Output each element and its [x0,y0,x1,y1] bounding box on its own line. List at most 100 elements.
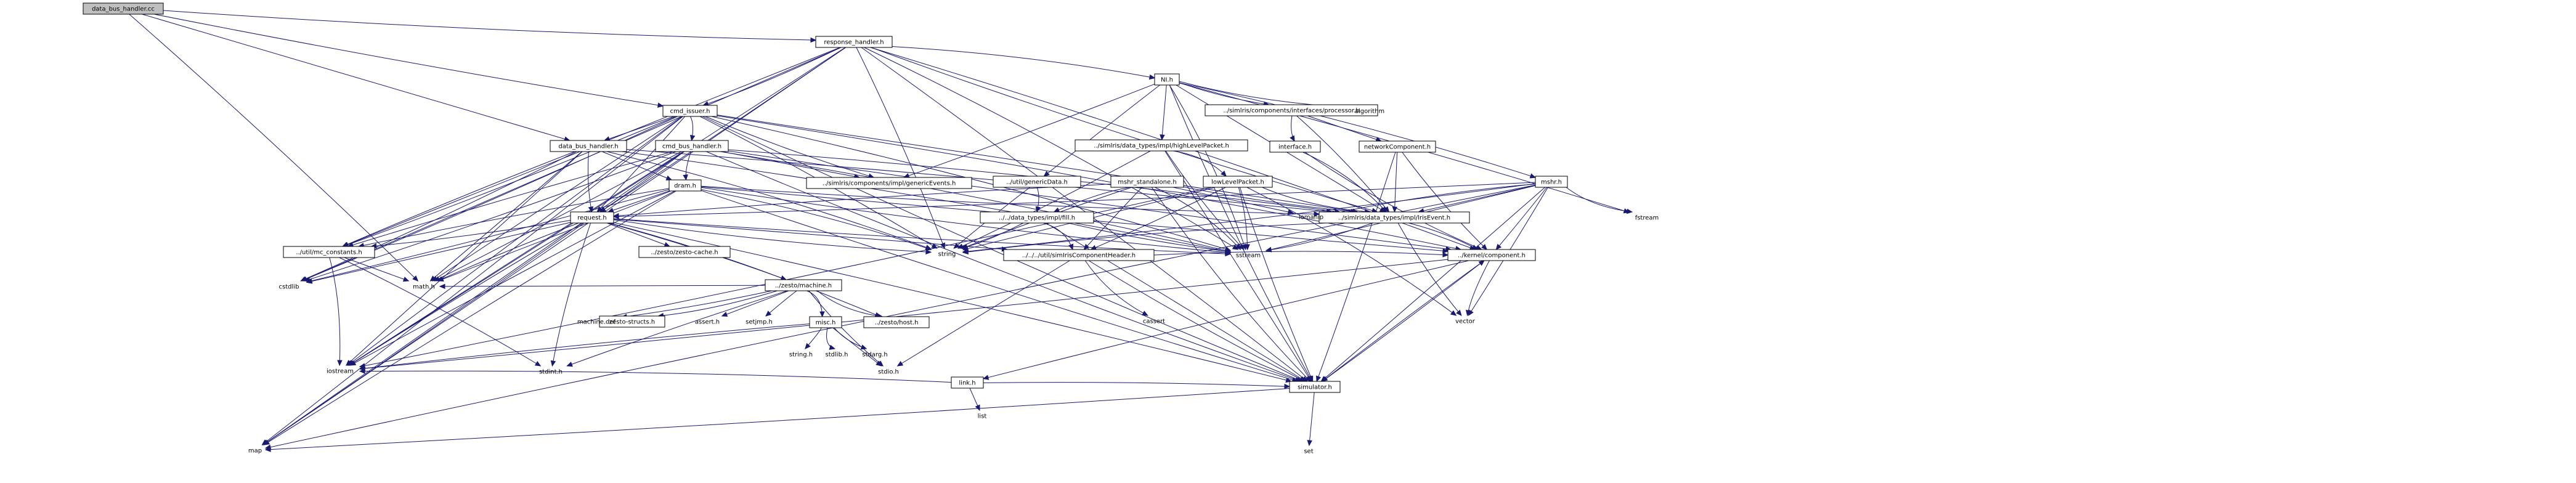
node-zesto-cache-h[interactable]: ../zesto/zesto-cache.h [638,246,731,258]
node-data-bus-handler-h[interactable]: data_bus_handler.h [550,140,627,152]
edge-data_bus_handler_h-to-mc_constants_h [342,151,575,247]
edge-data_bus_handler_h-to-dram_h [601,151,672,181]
node-mshr-h[interactable]: mshr.h [1535,176,1568,188]
edge-data_bus_handler_h-to-lris_event_h [626,148,1332,213]
arrowhead-simulator_h-to-map [264,447,271,452]
node-cmd-issuer-h[interactable]: cmd_issuer.h [662,105,718,117]
edge-data_bus_handler_h-to-sstream [622,151,1231,253]
node-nil-h[interactable]: NI.h [1154,73,1180,86]
arrowhead-zesto_machine_h-to-misc_h [819,311,825,318]
node-root[interactable]: data_bus_handler.cc [83,2,164,15]
node-lris-event-h[interactable]: ../simlris/data_types/impl/lrisEvent.h [1318,211,1470,224]
edge-mshr_standalone_h-to-simulator_h [1151,187,1311,382]
node-dram-h[interactable]: dram.h [668,179,702,192]
edge-component_h-to-link_h [983,260,1469,380]
node-generic-events-h[interactable]: ../simlris/components/impl/genericEvents… [806,177,972,189]
node-label: iostream [327,368,354,375]
node-label: mshr.h [1541,179,1562,186]
node-box [1447,249,1536,261]
edge-root-to-math_h [129,14,418,282]
arrowhead-dram_h-to-string [925,245,932,251]
node-label: map [248,448,262,455]
node-zesto-machine-h[interactable]: ../zesto/machine.h [765,279,842,291]
node-misc-h[interactable]: misc.h [809,316,842,328]
arrowhead-component_h-to-link_h [982,375,989,380]
edge-simulator_h-to-component_h [1322,260,1485,382]
edge-request_h-to-map [262,222,585,445]
edge-request_h-to-zesto_core_h [608,222,881,317]
arrowhead-lris_event_h-to-string [962,249,969,255]
edge-mshr_standalone_h-to-fill_h [1054,187,1131,213]
node-box [863,316,930,328]
node-zesto-core-h[interactable]: ../zesto/host.h [863,316,930,328]
edge-request_h-to-simulator_h [613,222,1291,382]
edge-cmd_bus_handler_h-to-simulator_h [706,151,1301,382]
edge-lris_event_h-to-component_h [1408,222,1477,250]
node-response-handler-h[interactable]: response_handler.h [815,36,893,48]
edge-network_component_h-to-component_h [1402,152,1487,250]
arrowhead-link_h-to-list [975,404,980,412]
node-network-component-h[interactable]: networkComponent.h [1359,140,1436,153]
edge-request_h-to-iostream [349,222,583,366]
edge-zesto_machine_h-to-setjmp_h [765,290,797,317]
node-component-h[interactable]: ../kernel/component.h [1447,249,1536,261]
node-label: ../simlris/data_types/impl/lrisEvent.h [1338,215,1450,222]
arrowhead-zesto_machine_h-to-assert_h [721,312,728,317]
node-zesto-structs-h[interactable]: zesto-structs.h [599,315,665,328]
node-label: machine.def [577,319,616,326]
node-component-header-h[interactable]: ../../../util/simIrisComponentHeader.h [1003,249,1155,261]
node-box [83,2,164,15]
edge-mc_constants_h-to-iostream [329,257,341,366]
node-box [1289,381,1341,393]
arrowhead-mshr_standalone_h-to-iomanip [1287,209,1294,215]
arrowhead-request_h-to-map [262,439,269,445]
edge-data_bus_handler_h-to-math_h [430,151,582,282]
arrowhead-misc_h-to-stdio_h [876,360,882,367]
node-processor-h[interactable]: ../simlris/components/interfaces/process… [1205,104,1378,116]
node-request-h[interactable]: request.h [570,211,614,224]
node-mshr-standalone-h[interactable]: mshr_standalone.h [1110,176,1184,188]
arrowhead-cmd_issuer_h-to-string [931,243,938,249]
arrowhead-dram_h-to-component_h [1442,248,1449,254]
node-high-level-packet-h[interactable]: ../simlris/data_types/impl/highLevelPack… [1075,139,1248,152]
node-label: list [978,413,987,420]
edge-response_handler_h-to-iostream [348,47,846,366]
arrowhead-request_h-to-zesto_cache_h [664,242,671,248]
edge-response_handler_h-to-nil_h [892,46,1155,79]
edge-mshr_standalone_h-to-lris_event_h [1183,187,1356,213]
node-mc-constants-h[interactable]: ../util/mc_constants.h [283,246,375,258]
edge-nil_h-to-simulator_h [1169,84,1313,382]
edge-simulator_h-to-map [265,388,1290,450]
node-label: dram.h [674,183,696,190]
arrowhead-request_h-to-string [925,249,932,255]
node-fill-h[interactable]: ../../data_types/impl/fill.h [980,211,1094,224]
node-generic-data-h[interactable]: ../util/genericData.h [993,176,1081,188]
edge-dram_h-to-request_h [607,190,670,213]
edge-nil_h-to-generic_events_h [903,83,1155,178]
node-label: math.h [413,284,435,291]
node-label: sstream [1236,253,1261,259]
edge-misc_h-to-stdio_h [832,327,882,367]
node-label: simulator.h [1298,384,1332,391]
edge-processor_h-to-lris_event_h [1296,115,1389,213]
edge-nil_h-to-generic_data_h [1044,84,1160,177]
edge-high_level_packet_h-to-simulator_h [1164,150,1312,382]
node-simulator-h[interactable]: simulator.h [1289,381,1341,393]
node-label: algorithm [1355,108,1384,115]
edge-response_handler_h-to-sstream [864,47,1238,250]
node-link-h[interactable]: link.h [951,376,984,389]
node-iostream: iostream [327,368,354,375]
node-cmd-bus-handler-h[interactable]: cmd_bus_handler.h [655,140,729,152]
arrowhead-component_header_h-to-component_h [1442,252,1449,258]
arrowhead-cmd_issuer_h-to-request_h [596,206,603,213]
edge-mshr_h-to-request_h [613,182,1536,217]
edge-cmd_issuer_h-to-math_h [432,116,682,282]
node-label: link.h [959,380,975,387]
arrowhead-fill_h-to-component_header_h [1068,243,1074,251]
edge-mshr_standalone_h-to-iomanip [1172,187,1294,214]
node-box [1075,139,1248,152]
node-label: response_handler.h [824,39,884,46]
node-interface-h[interactable]: interface.h [1269,140,1321,153]
node-low-level-packet-h[interactable]: lowLevelPacket.h [1203,176,1273,188]
